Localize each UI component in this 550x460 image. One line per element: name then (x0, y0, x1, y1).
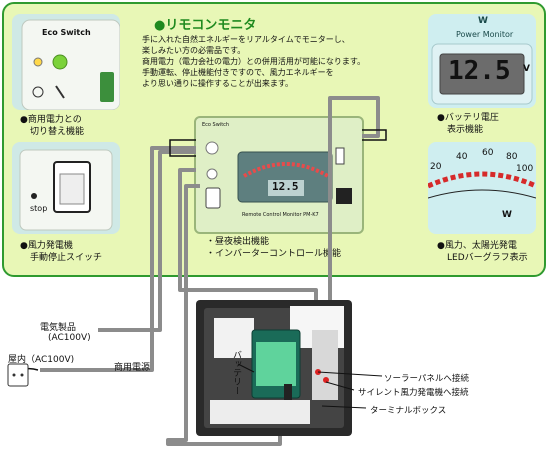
scale-tick: 60 (482, 148, 494, 158)
feature-line: ・インバーターコントロール機能 (206, 249, 342, 259)
eco-switch-photo: Eco Switch (12, 14, 120, 110)
description-line: より思い通りに操作することが出来ます。 (142, 79, 294, 88)
section-title: ●リモコンモニタ (154, 18, 257, 33)
stop-switch-photo: stop (12, 142, 120, 234)
label-line: 電気製品 (40, 323, 77, 333)
bar-graph-photo: 20 40 60 80 100 W (428, 142, 536, 234)
voltage-unit: V (523, 64, 530, 74)
scale-tick: 20 (430, 162, 442, 172)
scale-tick: 100 (516, 164, 534, 174)
bar-unit: W (502, 210, 512, 220)
monitor-header: Power Monitor (456, 30, 514, 39)
caption-line: ●バッテリ電圧 (437, 113, 499, 123)
feature-line: ・昼夜検出機能 (206, 237, 270, 247)
description-line: 手に入れた自然エネルギーをリアルタイムでモニターし、 (142, 35, 350, 44)
stop-switch-caption: ●風力発電機 手動停止スイッチ (20, 240, 102, 264)
battery-caption: ●バッテリ電圧 表示機能 (437, 112, 499, 136)
remote-monitor-device: Eco Switch 12.5 Remote Control Monitor P… (194, 116, 364, 234)
battery-voltage-photo: W Power Monitor 12.5 V (428, 14, 536, 108)
commercial-power-label: 商用電源 (114, 363, 151, 373)
eco-switch-caption: ●商用電力との 切り替え機能 (20, 114, 84, 138)
terminal-box-label: ターミナルボックス (370, 406, 447, 416)
device-eco-label: Eco Switch (202, 122, 230, 128)
description-line: 手動運転、停止機能付きですので、風力エネルギーを (142, 68, 334, 77)
eco-switch-label: Eco Switch (42, 28, 91, 37)
appliance-label: 電気製品 (AC100V) (40, 320, 91, 343)
indoor-label: 屋内（AC100V) (8, 355, 75, 365)
label-line: (AC100V) (48, 333, 91, 343)
caption-line: ●風力、太陽光発電 (437, 241, 517, 251)
solar-panel-label: ソーラーパネルへ接続 (384, 374, 469, 384)
silent-wind-label: サイレント風力発電機へ接続 (358, 388, 469, 398)
caption-line: ●商用電力との (20, 115, 82, 125)
scale-tick: 40 (456, 152, 468, 162)
monitor-w-label: W (478, 16, 488, 26)
battery-label: バッテリー (231, 350, 241, 395)
caption-line: 表示機能 (447, 125, 484, 135)
scale-tick: 80 (506, 152, 518, 162)
description: 手に入れた自然エネルギーをリアルタイムでモニターし、 楽しみたい方の必需品です。… (142, 34, 442, 89)
device-reading: 12.5 (272, 180, 299, 193)
caption-line: LEDバーグラフ表示 (447, 253, 528, 263)
voltage-reading: 12.5 (448, 56, 511, 86)
caption-line: 手動停止スイッチ (30, 253, 103, 263)
description-line: 楽しみたい方の必需品です。 (142, 46, 246, 55)
caption-line: ●風力発電機 (20, 241, 73, 251)
bar-graph-caption: ●風力、太陽光発電 LEDバーグラフ表示 (437, 240, 528, 264)
description-line: 商用電力（電力会社の電力）との併用活用が可能になります。 (142, 57, 366, 66)
caption-line: 切り替え機能 (30, 127, 85, 137)
stop-label: stop (30, 204, 48, 213)
device-caption: Remote Control Monitor PM-K7 (242, 212, 319, 218)
